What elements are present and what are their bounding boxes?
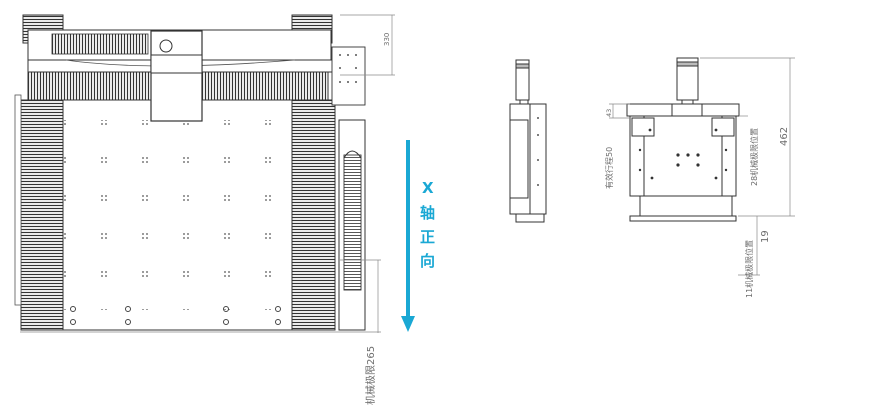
motor-icon [159, 39, 173, 53]
top-view [14, 14, 366, 331]
left-rail-chain [20, 99, 64, 331]
dim-43-label: 43 [605, 109, 613, 117]
axis-char1: 轴 [420, 204, 435, 222]
beam-inner-chain [51, 33, 149, 55]
connector-holes [339, 54, 357, 83]
cable-chain-loop [343, 150, 362, 159]
stroke-50-label: 有效行程50 [604, 147, 614, 189]
front-right-wing [711, 117, 735, 137]
cable-chain [343, 154, 362, 291]
axis-char2: 正 [420, 228, 435, 246]
limit-28-label: 28机械极限位置 [749, 128, 759, 186]
side-inner [509, 119, 529, 199]
side-view [509, 59, 547, 223]
front-inner [643, 115, 723, 197]
x-axis-arrow [401, 140, 415, 332]
axis-x-label: X [422, 179, 434, 197]
dim-462-label: 462 [779, 127, 790, 146]
side-foot [515, 213, 545, 223]
front-view [626, 57, 740, 222]
front-left-wing [631, 117, 655, 137]
dim-19-label: 19 [760, 230, 771, 243]
dim-330-label: 330 [383, 33, 391, 46]
plate-holes [63, 120, 292, 310]
axis-char3: 向 [420, 252, 435, 270]
front-dimensions [609, 57, 795, 276]
bottom-bolts [70, 306, 281, 325]
front-base [639, 195, 733, 217]
side-connector [331, 46, 366, 106]
carriage-plate [150, 54, 203, 74]
carriage [150, 30, 203, 122]
left-dimensions [20, 14, 395, 333]
mech-limit-265-label: 机械极限265 [364, 346, 377, 405]
right-rail-chain [291, 99, 336, 331]
limit-11-label: 11机械极限位置 [744, 240, 754, 298]
left-rail-cover [14, 94, 22, 306]
front-bottom [629, 215, 737, 222]
